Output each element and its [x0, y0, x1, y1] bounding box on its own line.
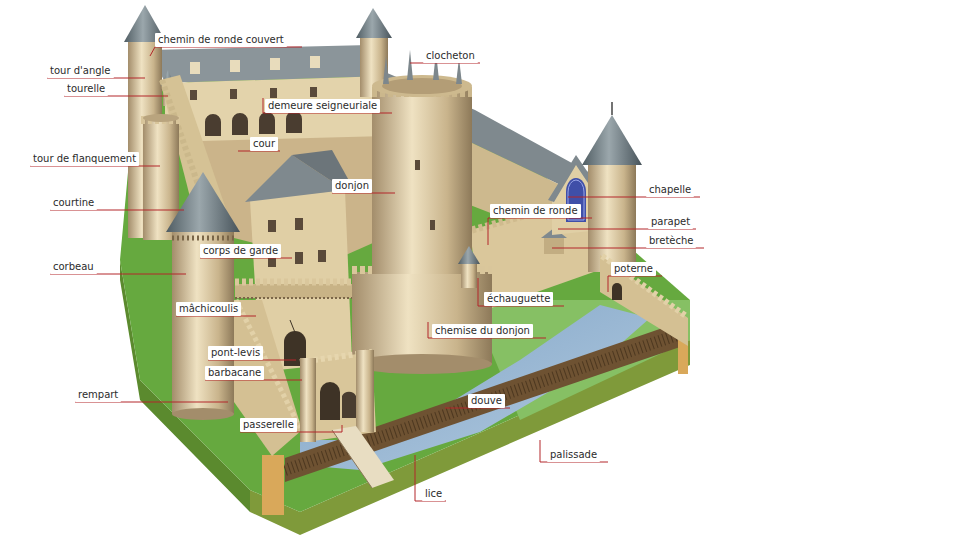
- barbican: [300, 350, 376, 442]
- part-label: palissade: [547, 448, 600, 462]
- part-label: douve: [468, 394, 505, 408]
- part-label: bretèche: [646, 234, 696, 248]
- part-label: corps de garde: [200, 244, 281, 258]
- part-label: tourelle: [64, 82, 108, 96]
- part-label: corbeau: [50, 260, 97, 274]
- part-label: chapelle: [646, 183, 694, 197]
- ground: [120, 55, 690, 535]
- part-label: lice: [422, 487, 445, 501]
- postern-wall: [600, 255, 688, 346]
- part-label: mâchicoulis: [176, 302, 241, 316]
- part-label: chemin de ronde couvert: [155, 33, 287, 47]
- part-label: pont-levis: [208, 346, 263, 360]
- part-label: cour: [250, 137, 278, 151]
- part-label: rempart: [75, 388, 121, 402]
- part-label: chemise du donjon: [432, 324, 533, 338]
- part-label: parapet: [648, 215, 693, 229]
- part-label: donjon: [332, 179, 372, 193]
- part-label: demeure seigneuriale: [265, 99, 380, 113]
- part-label: tour de flanquement: [30, 152, 139, 166]
- right-tower: [582, 102, 642, 272]
- part-label: clocheton: [423, 49, 478, 63]
- part-label: tour d'angle: [47, 64, 114, 78]
- part-label: échauguette: [484, 292, 553, 306]
- part-label: chemin de ronde: [490, 204, 581, 218]
- part-label: courtine: [50, 196, 97, 210]
- part-label: passerelle: [240, 418, 297, 432]
- part-label: poterne: [611, 262, 656, 276]
- part-label: barbacane: [205, 366, 264, 380]
- front-tower: [166, 172, 240, 420]
- footbridge: [332, 426, 394, 488]
- leader-lines: [30, 47, 704, 501]
